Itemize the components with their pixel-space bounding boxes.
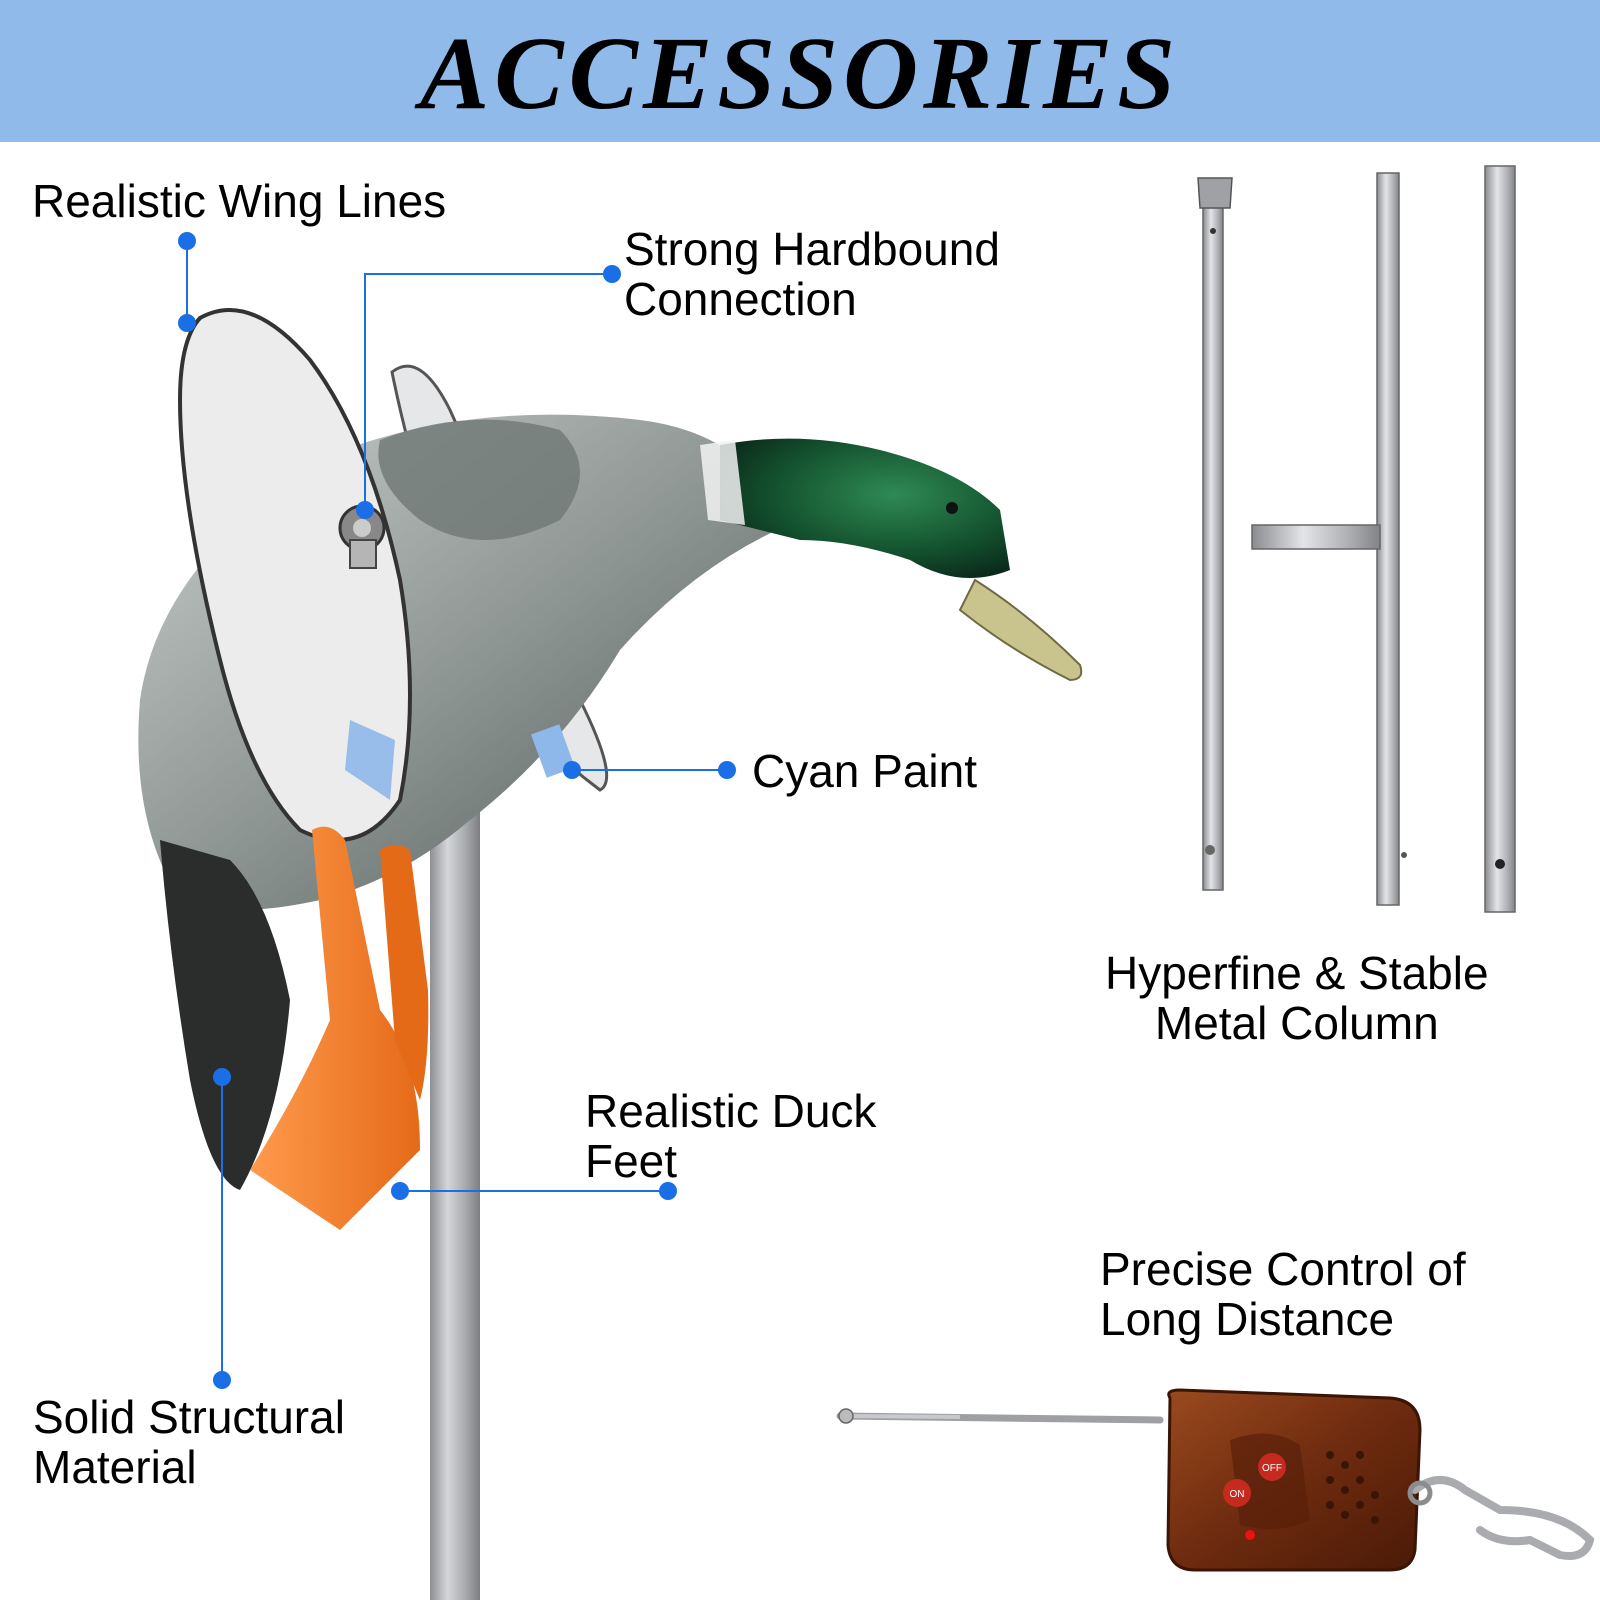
column-crossbar bbox=[1251, 524, 1381, 550]
callout-duck-feet-line1: Realistic Duck bbox=[585, 1085, 877, 1137]
column-piece-right bbox=[1484, 165, 1516, 913]
metal-column-pieces bbox=[1197, 165, 1516, 913]
remote-off-button-label: OFF bbox=[1262, 1463, 1282, 1474]
callout-duck-feet-line2: Feet bbox=[585, 1135, 678, 1187]
front-wing bbox=[177, 308, 412, 842]
callout-control-line1: Precise Control of bbox=[1100, 1243, 1466, 1295]
callout-connection-line1: Strong Hardbound bbox=[624, 223, 1000, 275]
callout-wing-lines: Realistic Wing Lines bbox=[32, 175, 447, 227]
callout-column-line2: Metal Column bbox=[1154, 997, 1439, 1049]
callout-cyan-paint: Cyan Paint bbox=[752, 745, 978, 797]
duck-feet bbox=[250, 826, 429, 1230]
callout-lines bbox=[186, 241, 727, 1380]
remote-control: ON OFF bbox=[836, 1388, 1595, 1572]
callout-structural-line1: Solid Structural bbox=[33, 1391, 345, 1443]
callout-control-line2: Long Distance bbox=[1100, 1293, 1395, 1345]
callout-column-line1: Hyperfine & Stable bbox=[1105, 947, 1489, 999]
remote-on-button-label: ON bbox=[1230, 1489, 1245, 1500]
support-pole bbox=[430, 800, 480, 1600]
callout-dots bbox=[178, 232, 736, 1389]
callout-connection: Strong Hardbound Connection bbox=[624, 224, 1000, 324]
keyring-clip bbox=[1411, 1476, 1595, 1560]
page-title: ACCESSORIES bbox=[419, 16, 1181, 131]
callout-precise-control: Precise Control of Long Distance bbox=[1100, 1244, 1466, 1344]
callout-structural-line2: Material bbox=[33, 1441, 197, 1493]
callout-structural-material: Solid Structural Material bbox=[33, 1392, 345, 1492]
callout-metal-column: Hyperfine & Stable Metal Column bbox=[1105, 948, 1489, 1048]
header-banner: ACCESSORIES bbox=[0, 0, 1600, 142]
callout-duck-feet: Realistic Duck Feet bbox=[585, 1086, 876, 1186]
column-piece-left bbox=[1202, 199, 1224, 891]
callout-connection-line2: Connection bbox=[624, 273, 857, 325]
